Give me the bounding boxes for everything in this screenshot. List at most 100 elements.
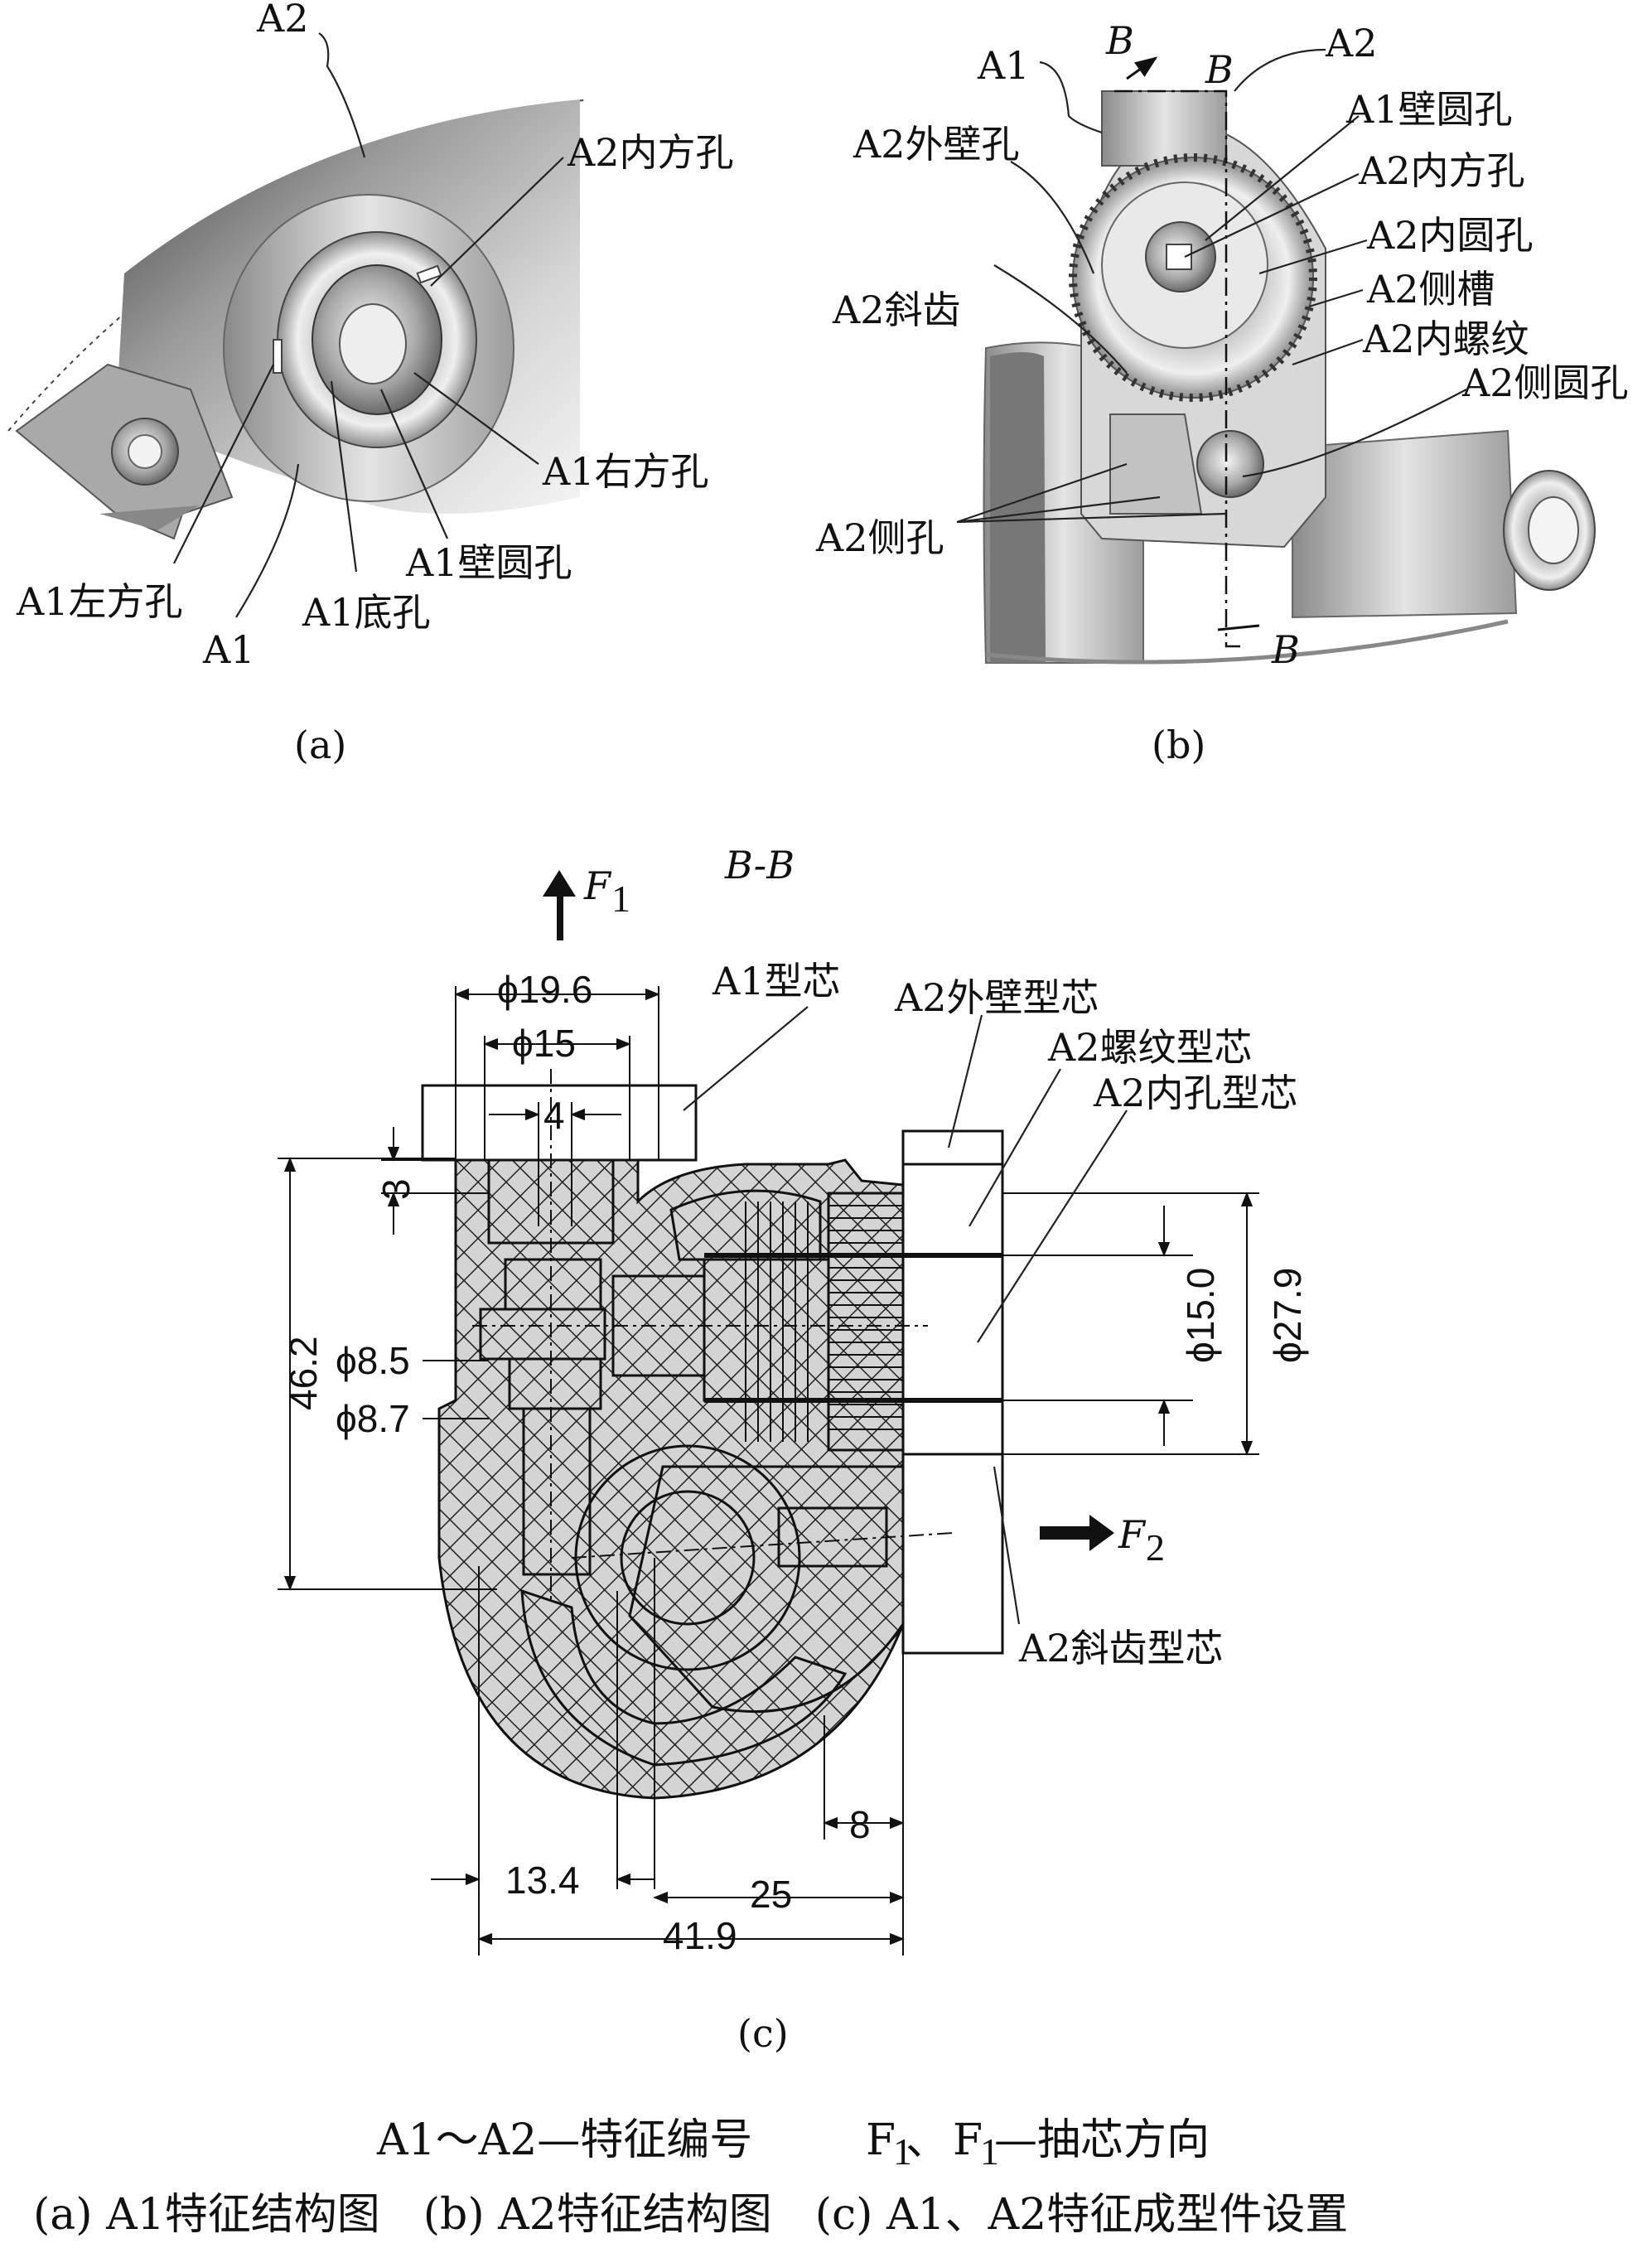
label-b-a2-side-hole: A2侧孔 bbox=[815, 515, 944, 560]
leader-b-a1 bbox=[1039, 60, 1103, 134]
caption-a: (a) bbox=[294, 723, 346, 767]
label-b-a2-side-round-hole: A2侧圆孔 bbox=[1461, 360, 1629, 405]
leader-a1 bbox=[235, 463, 300, 618]
side-pin bbox=[777, 1506, 888, 1568]
label-b-section-bottom: B bbox=[1271, 627, 1300, 672]
footer-force-f1-sub: 1 bbox=[893, 2130, 912, 2173]
footer-force-rest: —抽芯方向 bbox=[994, 2115, 1210, 2165]
leader-b-a2-side-groove bbox=[1308, 288, 1364, 308]
label-a1-wall-round-hole: A1壁圆孔 bbox=[405, 540, 572, 585]
label-a1-bottom-hole: A1底孔 bbox=[302, 590, 431, 635]
leader-b-a2-inner-round-hole bbox=[1258, 239, 1368, 275]
leader-b-a2-outer-wall-hole bbox=[1010, 161, 1095, 274]
dim-d15: ϕ15 bbox=[512, 1022, 576, 1065]
label-a1-core: A1型芯 bbox=[712, 959, 841, 1003]
lower-arc-void bbox=[520, 1588, 848, 1767]
gear-bore bbox=[620, 1490, 756, 1626]
label-a2-helical-core: A2斜齿型芯 bbox=[1018, 1626, 1224, 1670]
label-b-a2-inner-round-hole: A2内圆孔 bbox=[1366, 213, 1534, 258]
label-b-a2-outer-wall-hole: A2外壁孔 bbox=[853, 122, 1020, 167]
cylinder-shadow bbox=[990, 352, 1046, 663]
leader-a1-right-square-hole bbox=[413, 372, 539, 465]
dim-d8-5: ϕ8.5 bbox=[336, 1339, 410, 1382]
force1-arrow bbox=[543, 870, 576, 940]
leader-a2-thread-core bbox=[968, 1068, 1061, 1227]
upper-void bbox=[669, 1189, 822, 1261]
side-boss-hole bbox=[1196, 430, 1264, 498]
leader-a1-bottom-hole bbox=[330, 380, 358, 573]
label-b-a2-inner-thread: A2内螺纹 bbox=[1362, 317, 1529, 361]
label-a2: A2 bbox=[256, 0, 309, 41]
footer-force-sep: 、 bbox=[906, 2115, 949, 2165]
label-a2-outer-wall-core: A2外壁型芯 bbox=[894, 975, 1099, 1020]
leader-b-a1-wall-round-hole bbox=[1205, 115, 1360, 241]
dim-d19-6: ϕ19.6 bbox=[497, 968, 592, 1011]
dimensions: ϕ19.6 ϕ15 4 3 46.2 ϕ8.5 ϕ8.7 bbox=[278, 968, 1309, 1957]
footer-legend-line: A1～A2—特征编号 bbox=[376, 2115, 752, 2165]
label-b-section-top-right: B bbox=[1205, 47, 1234, 92]
dim-w41-9: 41.9 bbox=[663, 1914, 737, 1957]
label-b-a1: A1 bbox=[977, 43, 1030, 88]
footer: A1～A2—特征编号 F 1 、 F 1 —抽芯方向 (a) A1特征结构图 (… bbox=[33, 2115, 1348, 2240]
center-line-gear bbox=[571, 1532, 954, 1559]
base-edge bbox=[985, 619, 1509, 665]
label-a2-inner-square-hole: A2内方孔 bbox=[567, 130, 734, 175]
footer-force-f2-sub: 1 bbox=[980, 2130, 999, 2173]
section-line bbox=[1114, 89, 1243, 648]
force2-symbol: F bbox=[1118, 1512, 1147, 1557]
label-b-a2-side-groove: A2侧槽 bbox=[1366, 267, 1495, 312]
caption-b: (b) bbox=[1152, 723, 1205, 767]
a1-bore-lower bbox=[522, 1407, 592, 1576]
panel-a: A2 A2内方孔 A1右方孔 A1壁圆孔 A1底孔 A1左方孔 A1 (a) bbox=[7, 0, 734, 767]
leader-a2-inner-square-hole bbox=[430, 157, 564, 287]
footer-captions-line: (a) A1特征结构图 (b) A2特征结构图 (c) A1、A2特征成型件设置 bbox=[33, 2190, 1348, 2240]
teeth-pattern bbox=[1069, 153, 1317, 402]
a2-outer-wall-core bbox=[901, 1129, 1004, 1166]
label-b-a2-inner-square-hole: A2内方孔 bbox=[1358, 148, 1525, 193]
label-a1-left-square-hole: A1左方孔 bbox=[16, 579, 183, 624]
a1-boss bbox=[1101, 90, 1227, 167]
leader-a2 bbox=[318, 32, 366, 158]
a2-helical-core bbox=[901, 1453, 1004, 1655]
leader-b-a2-inner-square-hole bbox=[1184, 173, 1360, 258]
dim-h46-2: 46.2 bbox=[282, 1336, 325, 1410]
leader-a1-left-square-hole bbox=[173, 364, 274, 564]
dim-w4: 4 bbox=[543, 1094, 565, 1137]
leader-b-a2-helical-teeth bbox=[993, 264, 1128, 374]
dim-w25: 25 bbox=[750, 1873, 792, 1916]
a2-thread-core bbox=[901, 1163, 1004, 1456]
label-b-a2: A2 bbox=[1325, 21, 1378, 65]
force2-subscript: 2 bbox=[1146, 1526, 1165, 1569]
leader-a1-core bbox=[683, 1006, 809, 1111]
panel-c: B-B F 1 F 2 bbox=[278, 843, 1309, 2056]
footer-force-f1: F bbox=[866, 2115, 896, 2165]
bottom-hole-inner bbox=[128, 434, 162, 469]
label-a2-inner-hole-core: A2内孔型芯 bbox=[1093, 1071, 1298, 1115]
section-arrow-top bbox=[1126, 56, 1158, 80]
label-b-section-top-left: B bbox=[1105, 18, 1134, 63]
label-b-a2-helical-teeth: A2斜齿 bbox=[832, 288, 961, 332]
leader-b-a2 bbox=[1234, 48, 1326, 92]
left-tab bbox=[99, 505, 199, 530]
force1-subscript: 1 bbox=[611, 878, 630, 920]
leader-a1-wall-round-hole bbox=[379, 389, 449, 539]
panel-b: A1 A2 B B B A2外壁孔 A1壁圆孔 A2内方孔 A2内圆孔 A2侧槽… bbox=[815, 18, 1629, 767]
force1-symbol: F bbox=[583, 863, 612, 908]
dim-w8: 8 bbox=[849, 1803, 871, 1846]
section-title: B-B bbox=[724, 843, 795, 887]
leader-a2-inner-hole-core bbox=[977, 1110, 1128, 1343]
force2-arrow bbox=[1040, 1515, 1114, 1551]
dim-d15-0: ϕ15.0 bbox=[1179, 1268, 1222, 1363]
label-a2-thread-core: A2螺纹型芯 bbox=[1047, 1025, 1253, 1070]
dim-d27-9: ϕ27.9 bbox=[1266, 1268, 1309, 1363]
label-b-a1-wall-round-hole: A1壁圆孔 bbox=[1345, 87, 1513, 132]
footer-force-f2: F bbox=[953, 2115, 983, 2165]
a2-inner-square-hole bbox=[1166, 244, 1192, 270]
right-pipe bbox=[1292, 429, 1518, 619]
leader-b-a2-inner-thread bbox=[1292, 338, 1364, 366]
leader-b-a2-side-hole bbox=[956, 462, 1227, 524]
leader-a2-outer-wall-core bbox=[947, 1014, 983, 1148]
dim-w13-4: 13.4 bbox=[505, 1859, 580, 1902]
a1-left-square-hole bbox=[273, 339, 283, 374]
